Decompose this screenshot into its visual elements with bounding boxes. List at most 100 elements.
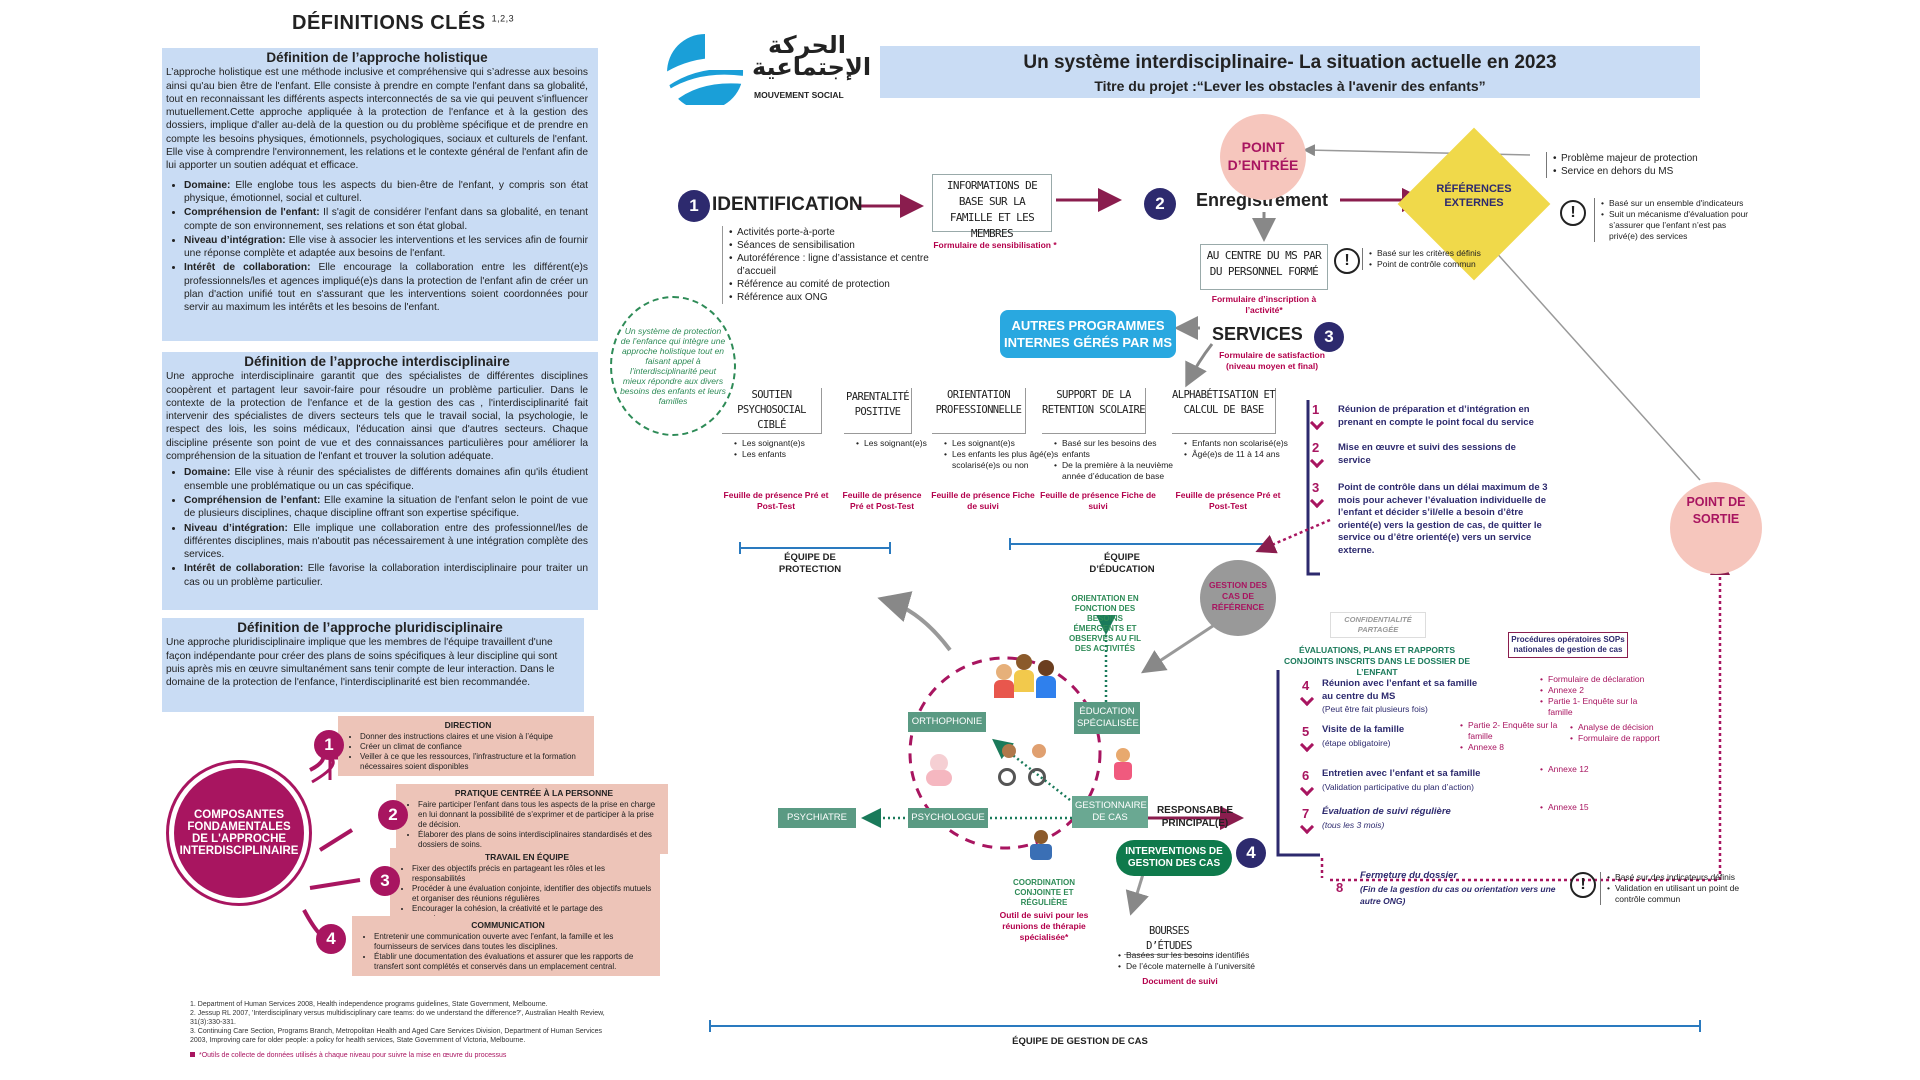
children-group-icon — [990, 650, 1060, 700]
warning-icon: ! — [1570, 872, 1596, 898]
service-step-number: 3 — [1312, 480, 1320, 495]
lead-responsible: RESPONSABLE PRINCIPAL(E) — [1156, 805, 1234, 829]
definition-key: Compréhension de l’enfant: — [184, 494, 321, 506]
program-audience-item: Les enfants — [734, 449, 858, 460]
reference-1: 1. Department of Human Services 2008, He… — [190, 1001, 548, 1008]
closing-warn-item: Validation en utilisant un point de cont… — [1607, 883, 1770, 905]
program-form: Feuille de présence Fiche de suivi — [931, 490, 1035, 511]
closing-warn-item: Basé sur des indicateurs définis — [1607, 872, 1770, 883]
followup-document: Document de suivi — [1142, 976, 1218, 986]
registration-label: Enregistrement — [1196, 190, 1329, 210]
definition-key: Intérêt de collaboration: — [184, 262, 311, 274]
components-circle: COMPOSANTES FONDAMENTALES DE L'APPROCHE … — [166, 760, 312, 906]
component-list: Donner des instructions claires et une v… — [350, 732, 586, 772]
case-step-forms: Annexe 15 — [1540, 802, 1660, 813]
component-number: 2 — [378, 800, 408, 830]
definition-key: Niveau d’intégration: — [184, 522, 288, 534]
identification-label: IDENTIFICATION — [712, 194, 863, 215]
scholarships-wrap: Basées sur les besoins identifiésDe l’éc… — [1118, 950, 1278, 972]
case-step-text: Réunion avec l’enfant et sa famille au c… — [1322, 678, 1486, 716]
case-step-form: Annexe 12 — [1540, 764, 1660, 775]
project-subtitle: Titre du projet :“Lever les obstacles à … — [1094, 78, 1486, 94]
node-psychologist: PSYCHOLOGUE — [908, 808, 988, 828]
joint-evaluations: ÉVALUATIONS, PLANS ET RAPPORTS CONJOINTS… — [1283, 645, 1471, 677]
case-step-number: 5 — [1302, 724, 1310, 739]
external-items-wrap: Problème majeur de protectionService en … — [1546, 152, 1698, 178]
component-item: Veiller à ce que les ressources, l'infra… — [360, 752, 586, 772]
identification-item: Séances de sensibilisation — [729, 239, 929, 252]
centre-warn-wrap: Basé sur les critères définisPoint de co… — [1362, 248, 1481, 270]
case-step-title: Fermeture du dossier — [1360, 870, 1458, 881]
program-audience-item: Les enfants les plus âgé(e)s scolarisé(e… — [944, 449, 1062, 471]
definition-item: Intérêt de collaboration: Elle encourage… — [184, 261, 588, 314]
centre-warn-list: Basé sur les critères définisPoint de co… — [1369, 248, 1481, 270]
case-step-number: 4 — [1302, 678, 1310, 693]
external-item: Service en dehors du MS — [1553, 165, 1698, 178]
component-item: Procéder à une évaluation conjointe, ide… — [412, 884, 652, 904]
external-references: RÉFÉRENCES EXTERNES — [1436, 183, 1512, 209]
satisfaction-form: Formulaire de satisfaction (niveau moyen… — [1219, 350, 1325, 371]
component-item: Élaborer des plans de soins interdiscipl… — [418, 830, 660, 850]
component-item: Faire participer l'enfant dans tous les … — [418, 800, 660, 830]
case-step-form: Annexe 2 — [1540, 685, 1660, 696]
inscription-form: Formulaire d’inscription à l’activité* — [1211, 294, 1317, 315]
interdisciplinary-list: Domaine: Elle vise à réunir des spéciali… — [184, 466, 588, 589]
program-audience-item: Les soignant(e)s — [734, 438, 858, 449]
definition-key: Compréhension de l'enfant: — [184, 207, 320, 219]
component-number: 4 — [316, 924, 346, 954]
program-audience: Les soignant(e)sLes enfants — [734, 438, 858, 460]
case-step-title: Entretien avec l’enfant et sa famille — [1322, 768, 1481, 779]
identification-item: Référence aux ONG — [729, 291, 929, 304]
case-step-sub: (étape obligatoire) — [1322, 737, 1391, 748]
orientation-note: ORIENTATION EN FONCTION DES BESOINS ÉMER… — [1068, 594, 1141, 653]
node-orthophonie: ORTHOPHONIE — [908, 712, 986, 732]
case-step-forms: Annexe 12 — [1540, 764, 1660, 775]
joint-coordination: COORDINATION CONJOINTE ET RÉGULIÈRE — [1012, 878, 1076, 907]
case-step-text: Visite de la famille (étape obligatoire) — [1322, 724, 1486, 749]
boy-icon — [1026, 830, 1056, 870]
note-bullet-icon — [190, 1052, 195, 1057]
program-name: PARENTALITÉ POSITIVE — [844, 388, 912, 434]
case-step-forms: Partie 2- Enquête sur la familleAnnexe 8 — [1460, 720, 1580, 753]
case-step-number: 7 — [1302, 806, 1310, 821]
case-step-forms: Formulaire de déclarationAnnexe 2Partie … — [1540, 674, 1660, 718]
component-item: Entretenir une communication ouverte ave… — [374, 932, 652, 952]
centre-warn-item: Basé sur les critères définis — [1369, 248, 1481, 259]
component-number: 1 — [314, 730, 344, 760]
centre-warn-item: Point de contrôle commun — [1369, 259, 1481, 270]
team-education: ÉQUIPE D’ÉDUCATION — [1089, 552, 1155, 575]
step-2-badge: 2 — [1144, 188, 1176, 220]
definition-item: Niveau d’intégration: Elle vise à associ… — [184, 234, 588, 261]
wheelchair-children-icon — [994, 742, 1054, 788]
pluridisciplinary-definition-box: Définition de l’approche pluridisciplina… — [162, 618, 584, 712]
program-form: Feuille de présence Pré et Post-Test — [723, 490, 829, 511]
component-heading: DIRECTION — [444, 720, 492, 730]
case-step-number: 6 — [1302, 768, 1310, 783]
case-step-form: Formulaire de rapport — [1570, 733, 1690, 744]
node-psychiatrist: PSYCHIATRE — [778, 808, 856, 828]
program-audience-item: Les soignant(e)s — [944, 438, 1062, 449]
pluridisciplinary-heading: Définition de l’approche pluridisciplina… — [237, 620, 503, 635]
program-name: ALPHABÉTISATION ET CALCUL DE BASE — [1172, 388, 1276, 434]
step-3-badge: 3 — [1314, 322, 1344, 352]
component-heading: PRATIQUE CENTRÉE À LA PERSONNE — [454, 788, 614, 798]
program-name: SUPPORT DE LA RETENTION SCOLAIRE — [1042, 388, 1146, 434]
interdisciplinary-definition-box: Définition de l’approche interdisciplina… — [162, 352, 598, 610]
case-step-form: Analyse de décision — [1570, 722, 1690, 733]
case-step-title: Visite de la famille — [1322, 724, 1405, 735]
service-step-number: 2 — [1312, 440, 1320, 455]
component-box: PRATIQUE CENTRÉE À LA PERSONNE Faire part… — [396, 784, 668, 854]
case-step-form: Annexe 15 — [1540, 802, 1660, 813]
entry-point: POINT D’ENTRÉE — [1220, 114, 1306, 200]
external-warn-item: Basé sur un ensemble d'indicateurs — [1601, 198, 1754, 209]
definition-key: Intérêt de collaboration: — [184, 563, 304, 575]
external-warn-item: Suit un mécanisme d'évaluation pour s’as… — [1601, 209, 1754, 242]
scholarships-list: Basées sur les besoins identifiésDe l’éc… — [1118, 950, 1278, 972]
program-audience: Enfants non scolarisé(e)sÂgé(e)s de 11 à… — [1184, 438, 1312, 460]
logo: الحركة الإجتماعية MOUVEMENT SOCIAL — [660, 30, 871, 110]
reference-3: 3. Continuing Care Section, Programs Bra… — [190, 1028, 603, 1044]
external-warn-list: Basé sur un ensemble d'indicateursSuit u… — [1601, 198, 1754, 242]
case-step-number: 8 — [1336, 880, 1344, 895]
case-step-title: Évaluation de suivi régulière — [1322, 806, 1451, 817]
case-step-sub: (Validation participative du plan d’acti… — [1322, 781, 1474, 792]
